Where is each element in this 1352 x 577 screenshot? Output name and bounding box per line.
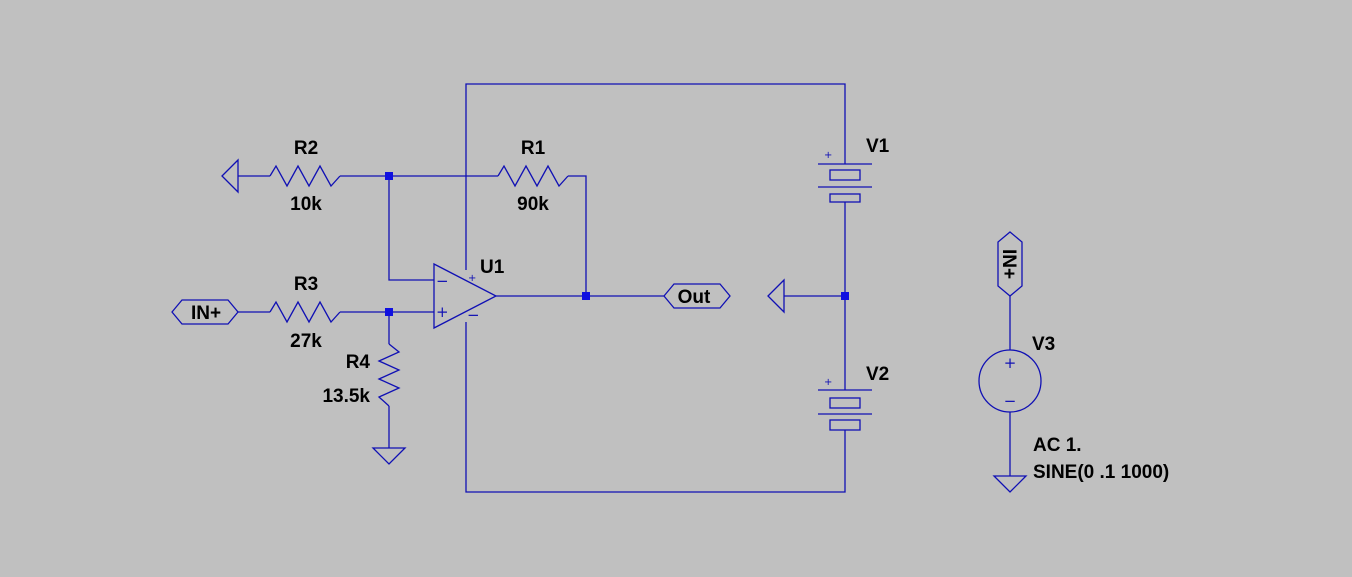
net-label-in-left-text: IN+ [191, 303, 221, 324]
voltage-source-v3-circle [978, 349, 1042, 413]
voltage-source-v3-minus: − [1004, 392, 1017, 410]
resistor-r1-zigzag [497, 164, 569, 188]
net-label-out-text: Out [678, 287, 711, 308]
resistor-r2[interactable]: R2 10k [269, 138, 341, 215]
ground-icon [371, 447, 407, 465]
ground-symbols [221, 158, 1028, 493]
resistor-r3-value: 27k [290, 331, 322, 352]
battery-v1-cell [829, 169, 861, 181]
junction-dot [582, 292, 590, 300]
resistor-r4-value: 13.5k [322, 386, 370, 407]
junction-dot [385, 172, 393, 180]
battery-v2-plus: + [824, 377, 832, 388]
junction-dot [841, 292, 849, 300]
opamp-supply-pin-minus: − [467, 306, 480, 324]
battery-v2[interactable]: + V2 [818, 364, 889, 442]
opamp-noninv-pin-plus: + [436, 303, 449, 321]
junctions [385, 172, 849, 316]
battery-v2-ref: V2 [866, 364, 889, 385]
opamp-u1-body [433, 262, 498, 330]
opamp-u1[interactable]: − + + − U1 [433, 257, 505, 330]
opamp-supply-pin-plus: + [468, 273, 476, 284]
resistor-r2-zigzag [269, 164, 341, 188]
net-label-in-v3[interactable]: IN+ [997, 231, 1023, 297]
opamp-u1-ref: U1 [480, 257, 505, 278]
net-label-out[interactable]: Out [663, 283, 731, 309]
net-flag-in-v3 [997, 231, 1023, 297]
wires [238, 83, 1011, 493]
voltage-source-v3-plus: + [1004, 354, 1017, 372]
voltage-source-v3[interactable]: + − V3 AC 1. SINE(0 .1 1000) [978, 334, 1169, 483]
net-label-in-left[interactable]: IN+ [171, 299, 239, 325]
ground-icon [767, 278, 785, 314]
ground-icon [992, 475, 1028, 493]
resistor-r3[interactable]: R3 27k [269, 274, 341, 352]
net-flag-out [663, 283, 731, 309]
junction-dot [385, 308, 393, 316]
battery-v2-cell [829, 397, 861, 409]
resistor-r1[interactable]: R1 90k [497, 138, 569, 215]
resistor-r1-ref: R1 [521, 138, 546, 159]
ground-icon [221, 158, 239, 194]
resistor-r4[interactable]: R4 13.5k [322, 343, 401, 407]
resistor-r3-ref: R3 [294, 274, 318, 295]
resistor-r2-value: 10k [290, 194, 322, 215]
net-flag-in-left [171, 299, 239, 325]
wire-supply-top [465, 83, 846, 270]
voltage-source-v3-ref: V3 [1032, 334, 1055, 355]
opamp-inv-pin-minus: − [436, 272, 449, 290]
resistor-r4-zigzag [377, 343, 401, 407]
resistor-r2-ref: R2 [294, 138, 318, 159]
wire-r1-out [568, 175, 587, 296]
resistor-r3-zigzag [269, 300, 341, 324]
wire-inv-input [388, 176, 434, 281]
voltage-source-v3-sine: SINE(0 .1 1000) [1033, 462, 1169, 483]
voltage-source-v3-ac: AC 1. [1033, 435, 1082, 456]
net-label-in-v3-text: IN+ [998, 249, 1019, 279]
resistor-r1-value: 90k [517, 194, 549, 215]
battery-v1-plus: + [824, 150, 832, 161]
battery-v2-cell-lower [829, 419, 861, 431]
wire-supply-bottom [465, 322, 846, 493]
battery-v1[interactable]: + V1 [818, 136, 890, 214]
battery-v1-ref: V1 [866, 136, 890, 157]
battery-v1-cell-lower [829, 193, 861, 203]
resistor-r4-ref: R4 [346, 352, 371, 373]
